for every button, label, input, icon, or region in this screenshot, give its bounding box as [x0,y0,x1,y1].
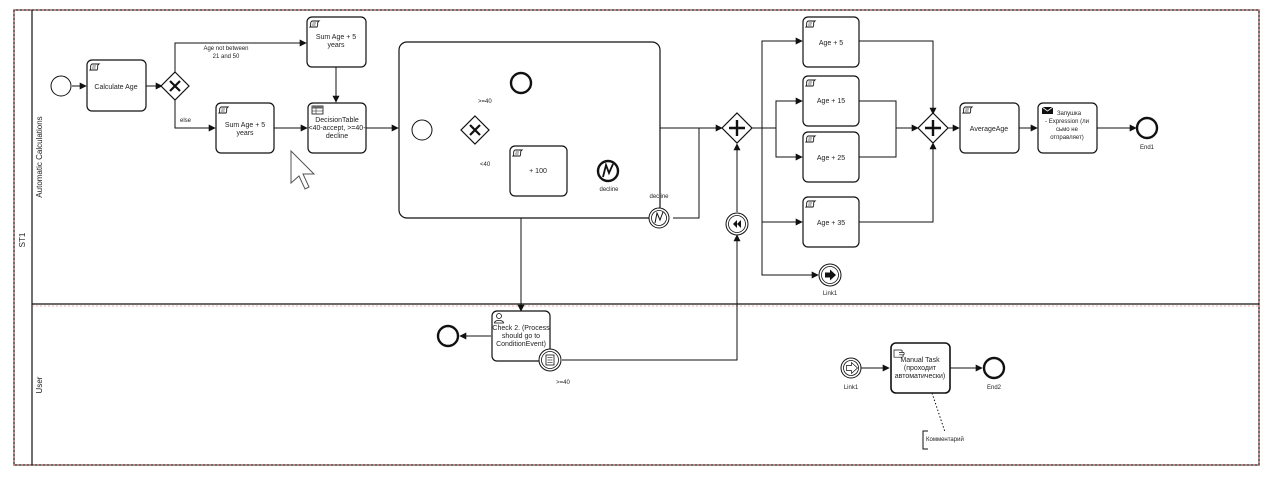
task-label: Age + 35 [817,220,845,227]
task-label: AverageAge [970,126,1009,133]
subprocess[interactable]: >=40 <40 + 100 decline [398,41,661,219]
end-event-1[interactable] [1135,116,1159,140]
error-icon [654,211,664,224]
flow-label-else: else [180,118,192,124]
subprocess-start-event[interactable] [411,119,433,141]
subprocess-exclusive-gateway[interactable] [460,115,490,145]
intermediate-compensation-event[interactable] [725,212,749,236]
subprocess-end-event[interactable] [509,71,533,95]
pool-label: ST1 [18,232,27,247]
task-label: Age + 5 [819,40,843,47]
age-25-task[interactable]: Age + 25 [802,131,860,183]
annotation-text: Комментарий [926,436,964,443]
parallel-gateway-split[interactable] [721,112,753,144]
error-icon [602,161,614,178]
end1-label: End1 [1140,145,1155,151]
link-icon [825,269,836,281]
boundary-error-label: decline [649,194,669,200]
error-end-event[interactable] [596,159,620,183]
user-icon [494,313,504,324]
link-catch-label: Link1 [844,385,859,391]
table-icon [311,105,324,115]
lane-label-user: User [35,376,44,393]
conditional-label: >=40 [556,380,570,386]
task-label: DecisionTable<40-accept, >=40-decline [308,117,366,140]
text-annotation[interactable]: Комментарий [922,430,964,450]
link-throw-event[interactable] [818,263,842,287]
age-35-task[interactable]: Age + 35 [802,196,860,248]
conditional-icon [545,354,555,366]
error-end-label: decline [599,187,619,193]
decision-table-task[interactable]: DecisionTable<40-accept, >=40-decline [307,102,367,154]
mouse-cursor-icon [290,149,316,190]
age-15-task[interactable]: Age + 15 [802,75,860,127]
start-event[interactable] [50,75,72,97]
boundary-conditional-event[interactable] [538,348,562,372]
average-age-task[interactable]: AverageAge [959,102,1020,154]
link-throw-label: Link1 [823,291,838,297]
hand-icon [893,349,905,358]
task-label: Age + 15 [817,98,845,105]
end2-label: End2 [987,385,1002,391]
lane-label-auto: Automatic Calculations [35,116,44,197]
link-catch-event[interactable] [840,357,862,379]
compensation-icon [733,220,741,228]
flow-label-ge40: >=40 [478,99,492,105]
boundary-error-event[interactable] [648,207,670,229]
link-icon [846,361,859,375]
flow-label-lt40: <40 [480,162,491,168]
task-label: + 100 [529,168,547,175]
end-event-2[interactable] [982,356,1006,380]
exclusive-gateway-1[interactable] [160,71,190,101]
task-label: Age + 25 [817,155,845,162]
plus-100-task[interactable]: + 100 [509,145,568,197]
calculate-age-task[interactable]: Calculate Age [86,59,147,112]
envelope-icon [1041,106,1054,114]
task-label: Calculate Age [94,84,137,91]
parallel-gateway-join[interactable] [917,112,949,144]
end-event-user[interactable] [436,324,460,348]
age-5-task[interactable]: Age + 5 [802,16,860,68]
